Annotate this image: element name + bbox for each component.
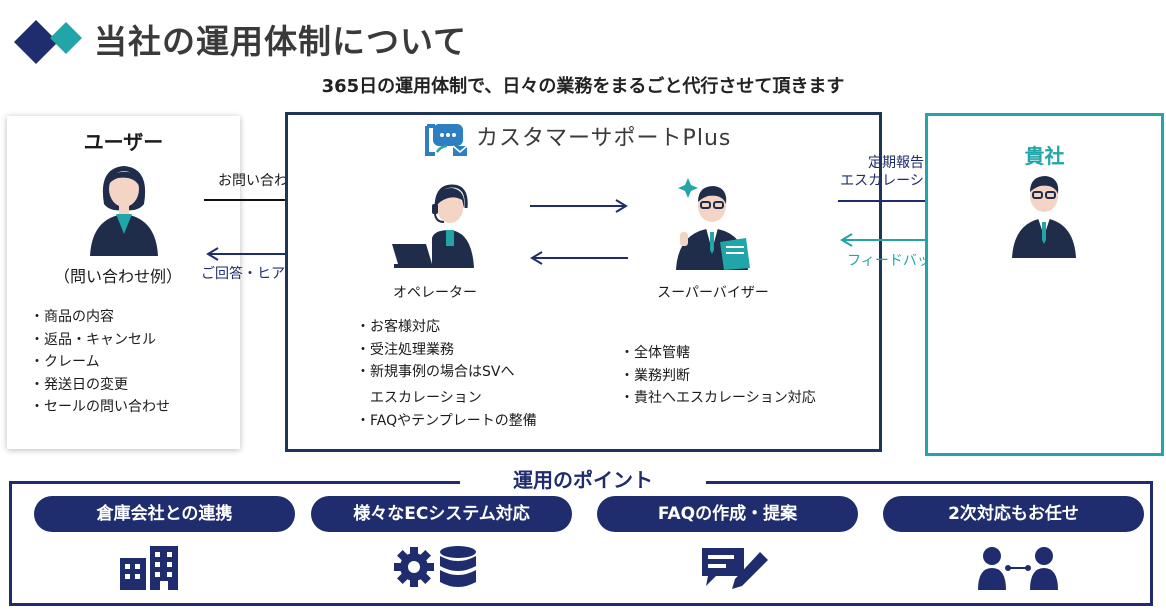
operator-label: オペレーター <box>393 285 477 301</box>
list-item: FAQやテンプレートの整備 <box>356 410 537 433</box>
list-item: お客様対応 <box>356 316 514 339</box>
list-item: 商品の内容 <box>30 306 170 329</box>
list-item: セールの問い合わせ <box>30 396 170 419</box>
operator-duties-list-2: FAQやテンプレートの整備 <box>356 410 537 433</box>
point-pill-secondary: 2次対応もお任せ <box>883 496 1144 532</box>
point-pill-warehouse: 倉庫会社との連携 <box>34 496 295 532</box>
to-operator-arrow <box>530 251 628 265</box>
people-link-icon <box>978 547 1058 590</box>
support-logo-icon <box>425 124 468 156</box>
point-pill-ec-systems: 様々なECシステム対応 <box>311 496 572 532</box>
point-pill-faq: FAQの作成・提案 <box>597 496 858 532</box>
supervisor-duties-list: 全体管轄 業務判断 貴社へエスカレーション対応 <box>620 342 816 410</box>
operator-duty-continuation: エスカレーション <box>370 390 482 406</box>
list-item: 新規事例の場合はSVへ <box>356 361 514 384</box>
list-item: 返品・キャンセル <box>30 329 170 352</box>
list-item: 全体管轄 <box>620 342 816 365</box>
points-title: 運用のポイント <box>460 466 706 494</box>
list-item: 業務判断 <box>620 365 816 388</box>
feedback-label: フィードバック <box>847 253 945 269</box>
list-item: 発送日の変更 <box>30 374 170 397</box>
inquiry-label: お問い合わせ <box>218 173 302 189</box>
chat-pen-icon <box>702 548 768 589</box>
report-label-line1: 定期報告 <box>868 155 924 171</box>
page-subtitle: 365日の運用体制で、日々の業務をまるごと代行させて頂きます <box>321 76 845 97</box>
operator-duties-list: お客様対応 受注処理業務 新規事例の場合はSVへ <box>356 316 514 384</box>
title-diamond-icon <box>14 20 82 64</box>
user-examples-list: 商品の内容 返品・キャンセル クレーム 発送日の変更 セールの問い合わせ <box>30 306 170 419</box>
client-person-icon <box>1012 176 1076 258</box>
gear-database-icon <box>394 546 476 587</box>
operator-icon <box>392 184 474 268</box>
client-panel-title: 貴社 <box>1024 144 1065 168</box>
supervisor-label: スーパーバイザー <box>657 285 769 301</box>
buildings-icon <box>120 546 178 590</box>
supervisor-icon <box>676 178 750 270</box>
user-panel-title: ユーザー <box>83 130 164 154</box>
list-item: 受注処理業務 <box>356 339 514 362</box>
report-label-line2: エスカレーション <box>840 173 952 189</box>
service-logo-text: カスタマーサポートPlus <box>476 126 732 151</box>
page-title: 当社の運用体制について <box>94 22 468 61</box>
client-panel <box>925 113 1164 456</box>
user-avatar-icon <box>90 166 158 256</box>
list-item: クレーム <box>30 351 170 374</box>
list-item: 貴社へエスカレーション対応 <box>620 387 816 410</box>
user-examples-caption: （問い合わせ例） <box>54 267 183 286</box>
to-supervisor-arrow <box>530 199 628 213</box>
